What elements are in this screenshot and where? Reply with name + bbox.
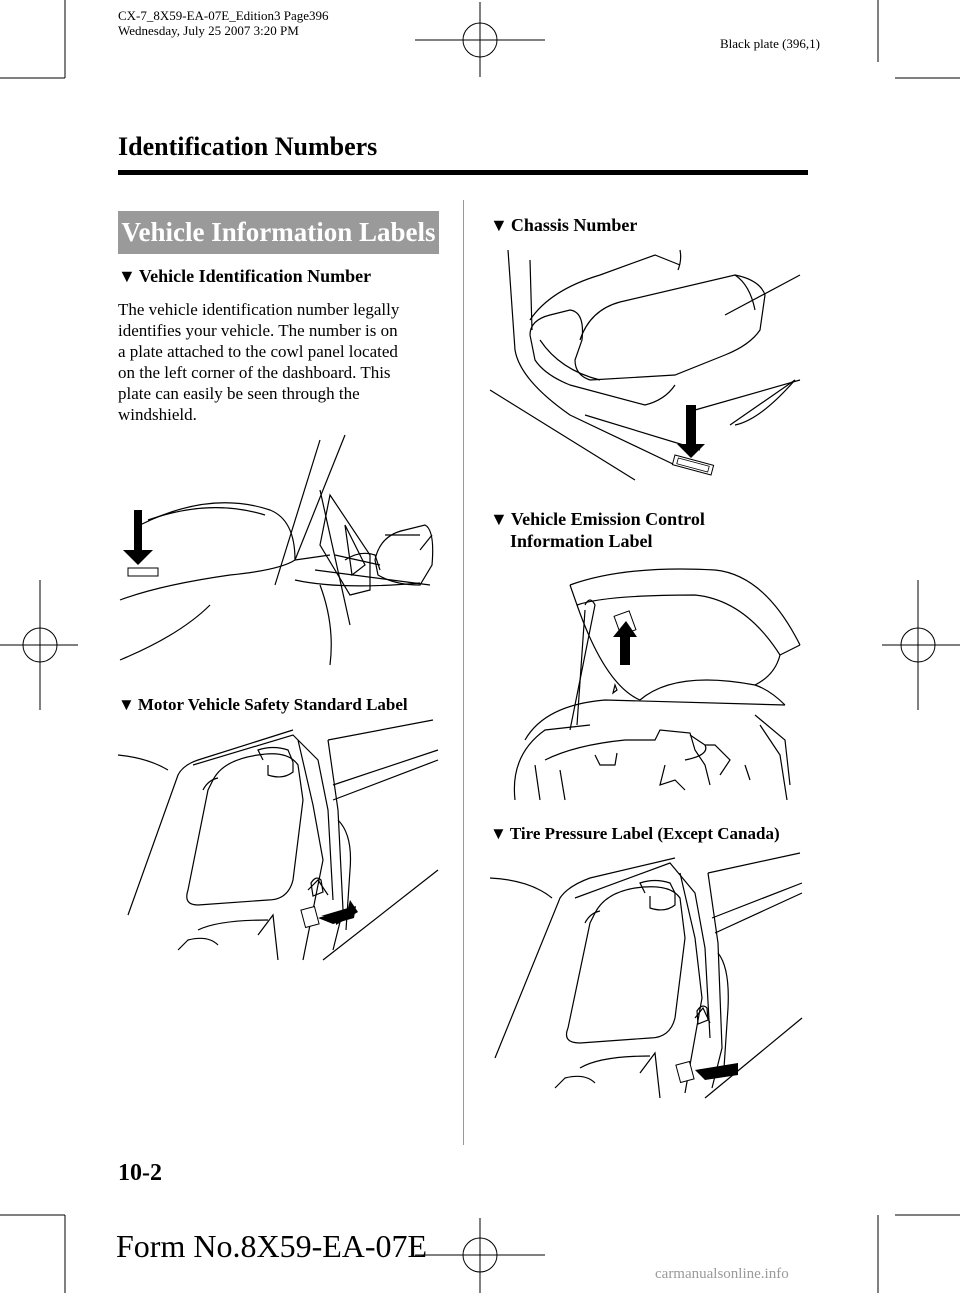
form-number: Form No.8X59-EA-07E — [116, 1228, 428, 1264]
page-title: Identification Numbers — [118, 132, 378, 161]
vin-line: windshield. — [118, 405, 197, 424]
down-arrow-icon — [677, 405, 705, 458]
vin-description: The vehicle identification number legall… — [118, 299, 448, 425]
emission-heading-line2: Information Label — [510, 531, 653, 551]
chassis-heading: ▼Chassis Number — [490, 214, 637, 236]
triangle-marker-icon: ▼ — [118, 695, 135, 714]
mvss-heading-text: Motor Vehicle Safety Standard Label — [137, 695, 408, 714]
print-metadata-date: Wednesday, July 25 2007 3:20 PM — [118, 23, 299, 38]
up-arrow-icon — [613, 621, 637, 665]
door-pillar-label-illustration — [118, 730, 438, 965]
door-pillar-tire-label-illustration — [490, 858, 805, 1098]
mvss-heading: ▼Motor Vehicle Safety Standard Label — [118, 694, 408, 716]
down-arrow-icon — [123, 510, 153, 565]
tire-label-plate-icon — [676, 1061, 694, 1082]
plate-label: Black plate (396,1) — [720, 36, 820, 51]
windshield-vin-illustration — [120, 435, 440, 670]
title-rule — [118, 170, 808, 175]
page-number: 10-2 — [118, 1160, 162, 1186]
seat-chassis-number-illustration — [490, 250, 805, 480]
watermark-text: carmanualsonline.info — [655, 1266, 789, 1282]
vin-heading: ▼Vehicle Identification Number — [118, 265, 371, 287]
vin-line: a plate attached to the cowl panel locat… — [118, 342, 398, 361]
triangle-marker-icon: ▼ — [118, 266, 136, 286]
vin-line: The vehicle identification number legall… — [118, 300, 400, 319]
pointer-arrow-icon — [695, 1063, 738, 1080]
triangle-marker-icon: ▼ — [490, 215, 508, 235]
triangle-marker-icon: ▼ — [490, 824, 507, 843]
print-metadata: CX-7_8X59-EA-07E_Edition3 Page396 Wednes… — [118, 8, 329, 38]
tire-heading-text: Tire Pressure Label (Except Canada) — [509, 824, 780, 843]
vin-heading-text: Vehicle Identification Number — [138, 266, 372, 286]
emission-heading-line1: Vehicle Emission Control — [510, 509, 705, 529]
vin-line: identifies your vehicle. The number is o… — [118, 321, 398, 340]
section-banner: Vehicle Information Labels — [118, 211, 439, 254]
column-divider — [463, 200, 464, 1145]
triangle-marker-icon: ▼ — [490, 509, 508, 529]
print-metadata-file: CX-7_8X59-EA-07E_Edition3 Page396 — [118, 8, 329, 23]
chassis-number-plate-icon — [672, 455, 713, 475]
tire-heading: ▼Tire Pressure Label (Except Canada) — [490, 823, 780, 845]
engine-hood-label-illustration — [505, 565, 805, 805]
chassis-heading-text: Chassis Number — [510, 215, 638, 235]
emission-heading: ▼Vehicle Emission Control Information La… — [490, 508, 705, 552]
vin-line: on the left corner of the dashboard. Thi… — [118, 363, 391, 382]
pointer-arrow-icon — [318, 906, 356, 924]
vin-plate-icon — [128, 568, 158, 576]
label-plate-icon — [301, 906, 319, 927]
vin-line: plate can easily be seen through the — [118, 384, 360, 403]
